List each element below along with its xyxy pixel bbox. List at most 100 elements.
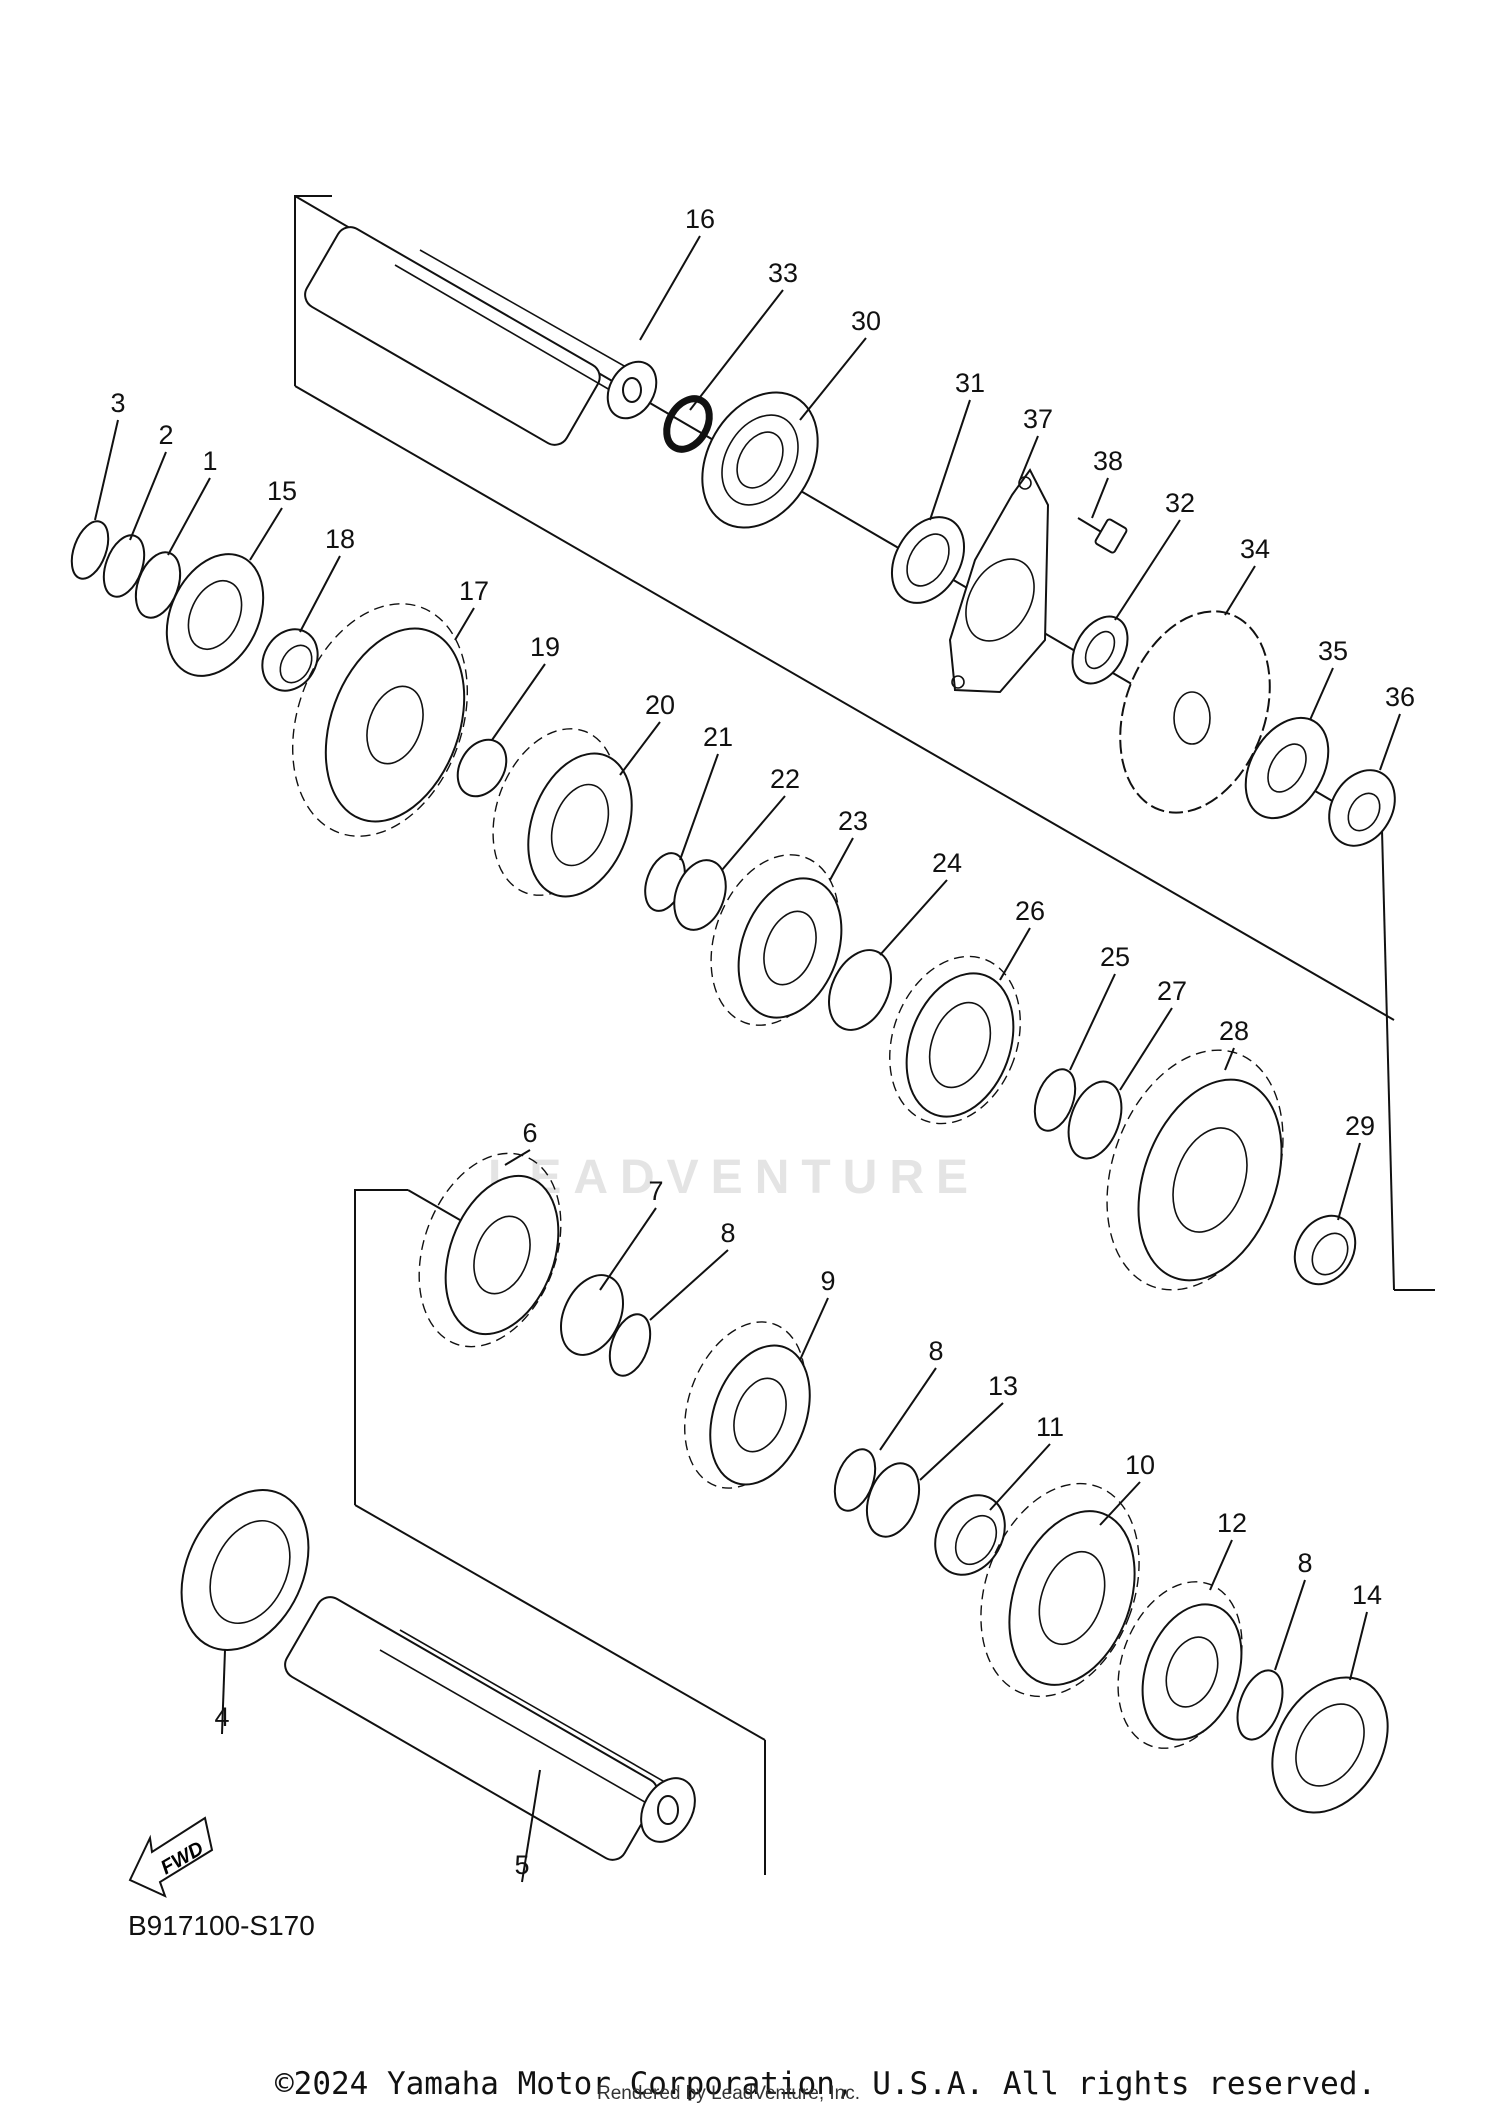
leader-line [1274, 1579, 1306, 1671]
leader-line [1019, 435, 1039, 481]
part-callout-15: 15 [267, 476, 297, 506]
leader-line [649, 1249, 729, 1321]
leader-line [1099, 1481, 1141, 1526]
part-callout-11: 11 [1036, 1412, 1064, 1442]
part-callout-14: 14 [1352, 1580, 1382, 1610]
leader-lines [94, 235, 1401, 1883]
part-callout-38: 38 [1093, 446, 1123, 476]
leader-line [94, 419, 119, 521]
drive-axle [284, 1596, 696, 1861]
part-callout-13: 13 [988, 1371, 1018, 1401]
leader-line [167, 477, 211, 556]
leader-line [1349, 1611, 1368, 1681]
part-callout-6: 6 [522, 1118, 537, 1148]
leader-line [1114, 519, 1181, 621]
leader-line [249, 507, 283, 561]
part-callout-26: 26 [1015, 896, 1045, 926]
clip-washer-25-27 [1033, 1068, 1123, 1160]
leader-line [1224, 565, 1256, 616]
part-callout-22: 22 [770, 764, 800, 794]
part-callout-25: 25 [1100, 942, 1130, 972]
copyright-notice: ©2024 Yamaha Motor Corporation, U.S.A. A… [275, 2066, 1377, 2102]
leader-line [721, 795, 786, 871]
bolt-38 [1077, 517, 1128, 554]
leader-line [1379, 713, 1401, 771]
leader-line [599, 1207, 657, 1291]
leader-line [689, 289, 784, 411]
needle-bearing-29 [1293, 1214, 1357, 1286]
leader-line [999, 927, 1031, 981]
leader-line [679, 753, 719, 861]
bearing-4 [180, 1489, 310, 1651]
leader-line [619, 721, 661, 776]
callouts: 1633303137383234353632115181719202122232… [110, 204, 1415, 1880]
leader-line [299, 555, 341, 633]
leader-line [504, 1149, 531, 1166]
part-callout-31: 31 [955, 368, 985, 398]
washer-24 [828, 949, 892, 1031]
leader-line [919, 1402, 1004, 1481]
gear-17 [291, 603, 469, 837]
leader-line [129, 451, 167, 541]
retainer-plate-37 [948, 468, 1050, 694]
part-callout-27: 27 [1157, 976, 1187, 1006]
part-callout-1: 1 [202, 446, 217, 476]
leader-line [521, 1769, 541, 1883]
part-callout-28: 28 [1219, 1016, 1249, 1046]
part-callout-20: 20 [645, 690, 675, 720]
part-callout-3: 3 [110, 388, 125, 418]
gear-28 [1106, 1049, 1284, 1291]
leader-line [491, 663, 546, 741]
part-callout-17: 17 [459, 576, 489, 606]
part-callout-2: 2 [158, 420, 173, 450]
needle-bearing-11 [934, 1494, 1006, 1576]
main-shaft [304, 226, 658, 446]
part-callout-8: 8 [928, 1336, 943, 1366]
part-callout-5: 5 [514, 1850, 529, 1880]
part-callout-23: 23 [838, 806, 868, 836]
nut-36 [1328, 769, 1396, 847]
part-callout-19: 19 [530, 632, 560, 662]
leader-line [1209, 1539, 1233, 1591]
part-callout-7: 7 [648, 1176, 663, 1206]
leader-line [879, 1367, 937, 1451]
o-ring [663, 395, 713, 453]
oil-seal-31 [890, 516, 966, 604]
leader-line [221, 1649, 226, 1735]
washer-clip-7-8 [560, 1274, 652, 1377]
gear-12 [1117, 1581, 1243, 1749]
part-callout-21: 21 [703, 722, 733, 752]
part-callout-30: 30 [851, 306, 881, 336]
part-callout-29: 29 [1345, 1111, 1375, 1141]
part-callout-4: 4 [214, 1702, 229, 1732]
lock-washer-35 [1244, 716, 1330, 820]
rendered-by-credit: Rendered by LeadVenture, Inc. [597, 2083, 861, 2104]
gear-20 [492, 728, 633, 898]
watermark: LEADVENTURE [488, 1151, 981, 1204]
leader-line [1309, 667, 1334, 721]
lower-frame [354, 1189, 766, 1875]
needle-bearing-18 [261, 628, 319, 692]
leader-line [639, 235, 701, 341]
gear-26 [889, 955, 1021, 1125]
leader-line [989, 1443, 1051, 1511]
gear-23 [710, 854, 843, 1026]
leader-line [1337, 1142, 1361, 1221]
gear-9 [684, 1321, 811, 1489]
bearing-30 [701, 391, 819, 529]
part-callout-24: 24 [932, 848, 962, 878]
diagram-code: B917100-S170 [128, 1910, 315, 1941]
part-callout-9: 9 [820, 1266, 835, 1296]
circlip-19 [456, 738, 508, 798]
leader-line [1119, 1007, 1173, 1091]
collar-32 [1071, 615, 1129, 685]
fwd-arrow: FWD [128, 1816, 214, 1898]
sprocket-34 [1119, 610, 1271, 814]
leader-line [454, 607, 475, 641]
leader-line [799, 337, 867, 421]
leader-line [929, 399, 971, 521]
gear-10 [980, 1482, 1140, 1698]
leader-line [1091, 477, 1109, 519]
clip-washer-21-22 [644, 852, 727, 931]
